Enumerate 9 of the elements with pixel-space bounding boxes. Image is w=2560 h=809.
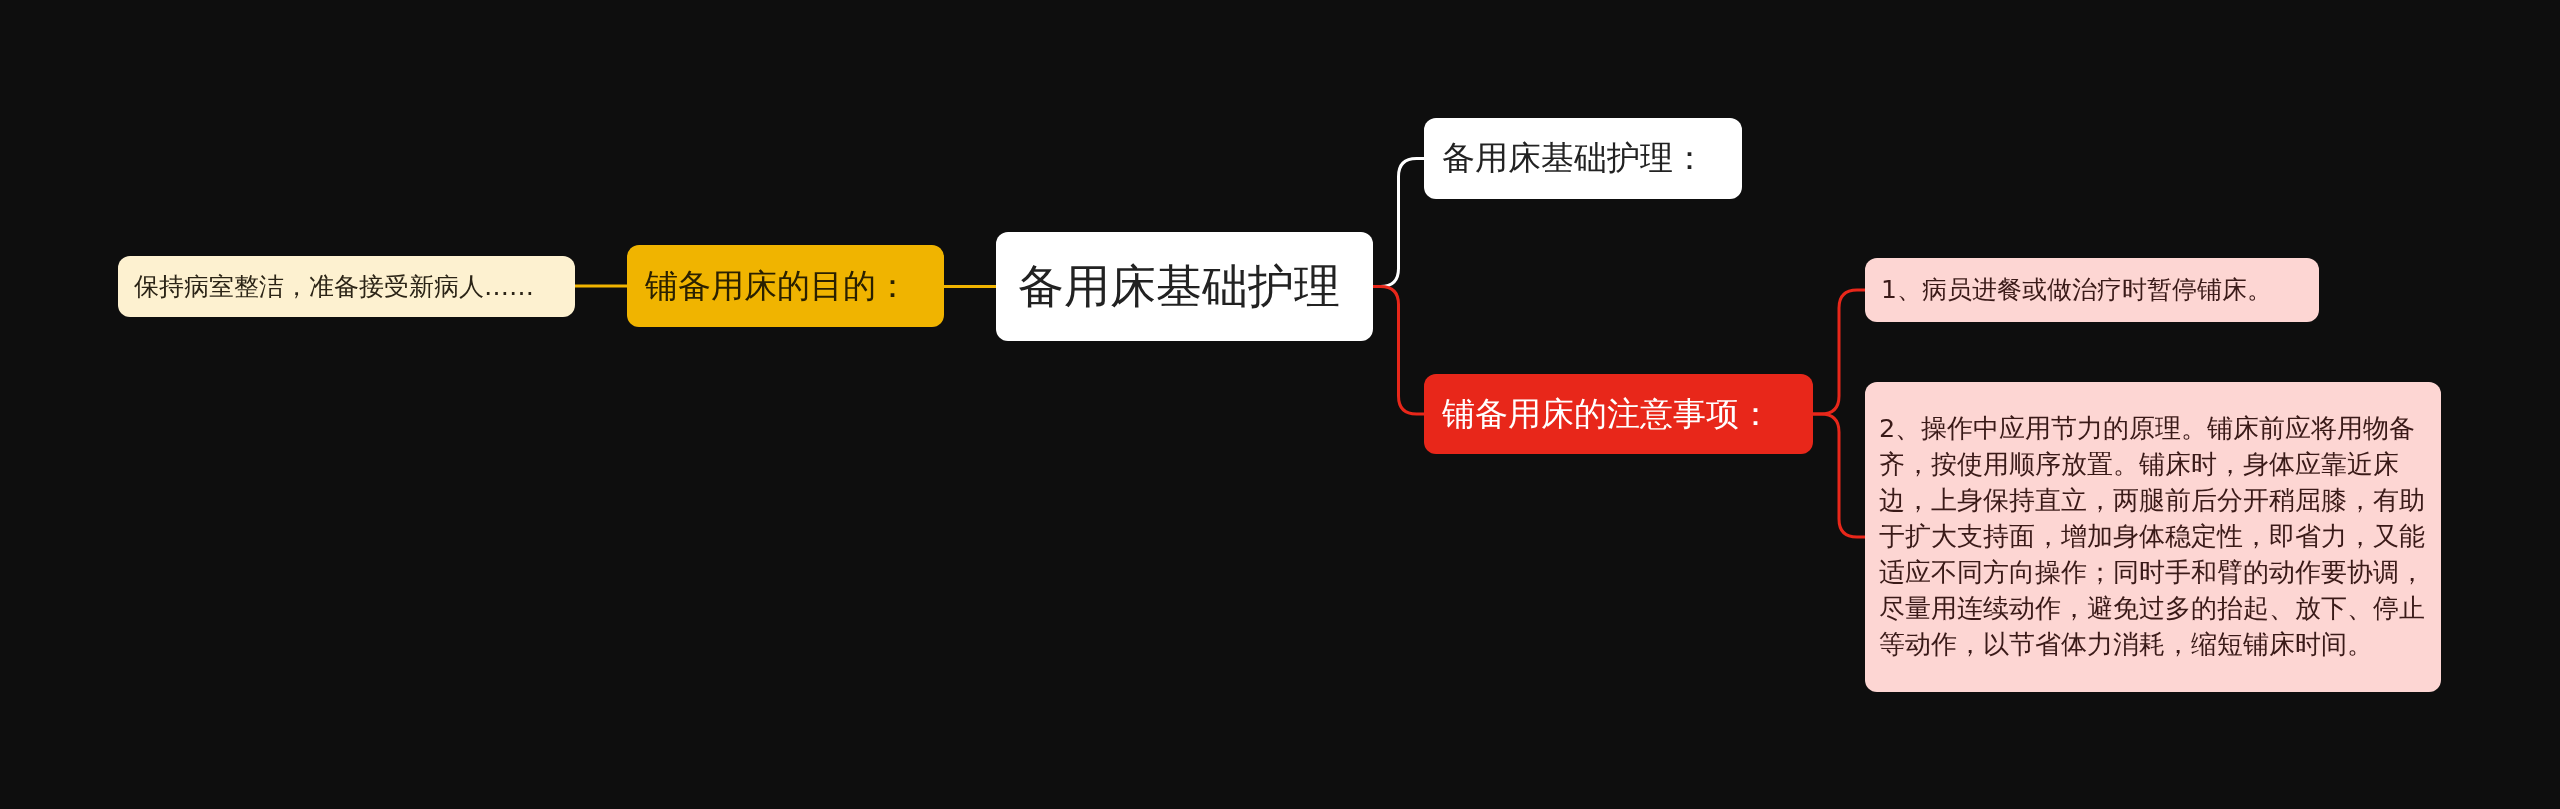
- leaf-box: 2、操作中应用节力的原理。铺床前应将用物备齐，按使用顺序放置。铺床时，身体应靠近床边，上身保持直立，两腿前后分开稍屈膝，有助于扩大支持面，增加身体稳定性，即省力，又能适应不同方向操作；同时手和臂的动作要协调，尽量用连续动作，避免过多的抬起、放下、停止等动作，以节省体力消耗，缩短铺床时间。: [1865, 382, 2441, 692]
- leaf-box: 保持病室整洁，准备接受新病人……: [118, 256, 575, 317]
- root-topic-box: 备用床基础护理: [996, 232, 1373, 341]
- connector-line: [575, 284, 627, 288]
- leaf-box: 1、病员进餐或做治疗时暂停铺床。: [1865, 258, 2319, 322]
- connector-line: [944, 285, 996, 288]
- topic-box: 铺备用床的注意事项：: [1424, 374, 1813, 454]
- topic-box: 备用床基础护理：: [1424, 118, 1742, 199]
- topic-box: 铺备用床的目的：: [627, 245, 944, 327]
